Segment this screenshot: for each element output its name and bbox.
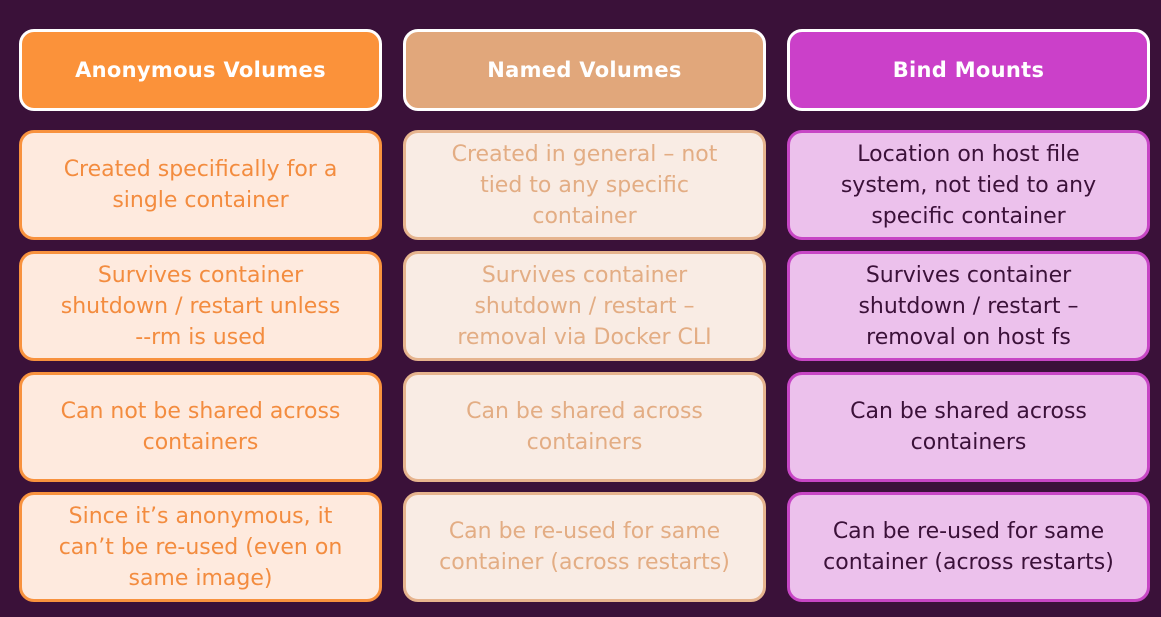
named-lifetime-cell: Survives container shutdown / restart – …	[403, 251, 766, 361]
cell-text: Created specifically for a single contai…	[63, 157, 338, 213]
header-label: Anonymous Volumes	[75, 58, 326, 82]
anonymous-sharing-cell: Can not be shared across containers	[19, 372, 382, 482]
named-reuse-cell: Can be re-used for same container (acros…	[403, 492, 766, 602]
cell-text: Survives container shutdown / restart un…	[60, 262, 341, 350]
bind-lifetime-cell: Survives container shutdown / restart – …	[787, 251, 1150, 361]
bind-reuse-cell: Can be re-used for same container (acros…	[787, 492, 1150, 602]
anonymous-lifetime-cell: Survives container shutdown / restart un…	[19, 251, 382, 361]
cell-text: Can be shared across containers	[850, 399, 1087, 455]
anonymous-volumes-header: Anonymous Volumes	[19, 29, 382, 111]
cell-text: Can be shared across containers	[466, 399, 703, 455]
bind-location-cell: Location on host file system, not tied t…	[787, 130, 1150, 240]
cell-text: Can be re-used for same container (acros…	[439, 519, 730, 575]
cell-text: Can be re-used for same container (acros…	[823, 519, 1114, 575]
cell-text: Survives container shutdown / restart – …	[858, 262, 1079, 350]
cell-text: Since it’s anonymous, it can’t be re-use…	[58, 503, 343, 591]
cell-text: Can not be shared across containers	[60, 399, 341, 455]
cell-text: Created in general – not tied to any spe…	[451, 141, 718, 229]
header-label: Named Volumes	[487, 58, 682, 82]
header-label: Bind Mounts	[892, 58, 1045, 82]
anonymous-reuse-cell: Since it’s anonymous, it can’t be re-use…	[19, 492, 382, 602]
named-creation-cell: Created in general – not tied to any spe…	[403, 130, 766, 240]
cell-text: Survives container shutdown / restart – …	[457, 262, 712, 350]
bind-sharing-cell: Can be shared across containers	[787, 372, 1150, 482]
anonymous-creation-cell: Created specifically for a single contai…	[19, 130, 382, 240]
named-volumes-header: Named Volumes	[403, 29, 766, 111]
named-sharing-cell: Can be shared across containers	[403, 372, 766, 482]
cell-text: Location on host file system, not tied t…	[840, 141, 1097, 229]
bind-mounts-header: Bind Mounts	[787, 29, 1150, 111]
